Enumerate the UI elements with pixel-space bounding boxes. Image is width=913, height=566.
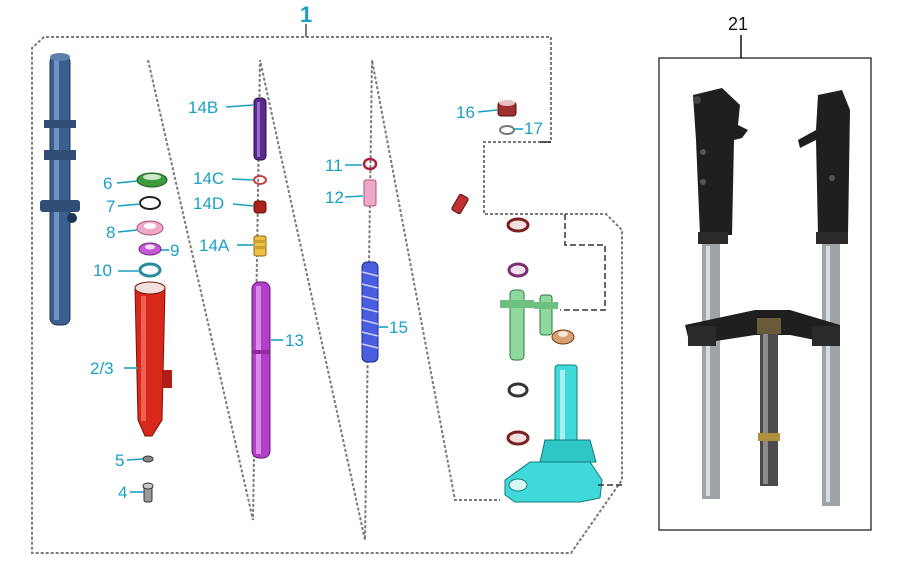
svg-text:7: 7 — [106, 197, 115, 216]
callout-17: 17 — [514, 119, 543, 138]
callout-14b: 14B — [188, 98, 254, 117]
photo-assembled-fork — [685, 88, 850, 506]
svg-text:14D: 14D — [193, 194, 224, 213]
callout-14c: 14C — [193, 169, 254, 188]
part-14a-spring-seat — [253, 235, 267, 257]
part-9-bushing — [138, 242, 162, 256]
part-14d-piston — [253, 200, 267, 214]
part-16-nut — [497, 100, 517, 117]
callout-4: 4 — [118, 483, 144, 502]
bearing-lower — [551, 329, 575, 345]
callout-2-3: 2/3 — [90, 359, 138, 378]
svg-text:12: 12 — [325, 188, 344, 207]
svg-text:15: 15 — [389, 318, 408, 337]
bearing-race-middle — [507, 382, 529, 398]
part-12-collar — [363, 179, 377, 207]
part-4-bolt — [142, 482, 154, 503]
fork-bracket-clamps — [500, 289, 558, 361]
callout-9: 9 — [161, 241, 179, 260]
assembly-label: 1 — [300, 2, 312, 27]
callout-14a: 14A — [199, 236, 253, 255]
bearing-race-upper — [507, 262, 529, 278]
svg-text:8: 8 — [106, 223, 115, 242]
part-8-oil-seal — [136, 220, 164, 236]
part-5-washer — [142, 455, 154, 463]
stem-connector-dash — [560, 214, 606, 311]
steering-stem — [504, 364, 603, 503]
svg-text:16: 16 — [456, 103, 475, 122]
part-6-dust-seal — [136, 172, 168, 188]
part-13-inner-tube — [251, 281, 271, 459]
part-7-clip — [139, 196, 161, 210]
callout-8: 8 — [106, 223, 138, 242]
part-11-o-ring — [362, 157, 378, 171]
callout-5: 5 — [115, 451, 144, 470]
callout-12: 12 — [325, 188, 364, 207]
svg-text:14B: 14B — [188, 98, 218, 117]
part-15-spring — [361, 261, 379, 363]
callout-16: 16 — [456, 103, 498, 122]
callout-7: 7 — [106, 197, 141, 216]
svg-text:9: 9 — [170, 241, 179, 260]
svg-text:4: 4 — [118, 483, 127, 502]
photo-label: 21 — [728, 14, 748, 34]
svg-text:11: 11 — [325, 156, 343, 175]
outer-fork-tube — [40, 53, 80, 326]
svg-text:2/3: 2/3 — [90, 359, 114, 378]
svg-text:10: 10 — [93, 261, 112, 280]
part-2-3-lower-fork-tube — [134, 281, 172, 437]
svg-text:14A: 14A — [199, 236, 230, 255]
callout-6: 6 — [103, 174, 138, 193]
bearing-race-bottom — [506, 430, 530, 446]
svg-text:5: 5 — [115, 451, 124, 470]
svg-text:14C: 14C — [193, 169, 224, 188]
svg-text:6: 6 — [103, 174, 112, 193]
callout-11: 11 — [325, 156, 362, 175]
callout-10: 10 — [93, 261, 140, 280]
callout-14d: 14D — [193, 194, 254, 213]
svg-text:17: 17 — [524, 119, 543, 138]
part-17-washer — [499, 125, 515, 135]
svg-text:13: 13 — [285, 331, 304, 350]
bearing-race-top — [506, 217, 530, 233]
callout-15: 15 — [378, 318, 408, 337]
separator-zigzag — [147, 59, 500, 541]
part-14c-ring — [253, 175, 267, 185]
callout-13: 13 — [271, 331, 304, 350]
stem-bolt — [451, 193, 469, 215]
part-10-washer — [138, 262, 162, 278]
part-14b-damper-rod — [253, 97, 267, 161]
